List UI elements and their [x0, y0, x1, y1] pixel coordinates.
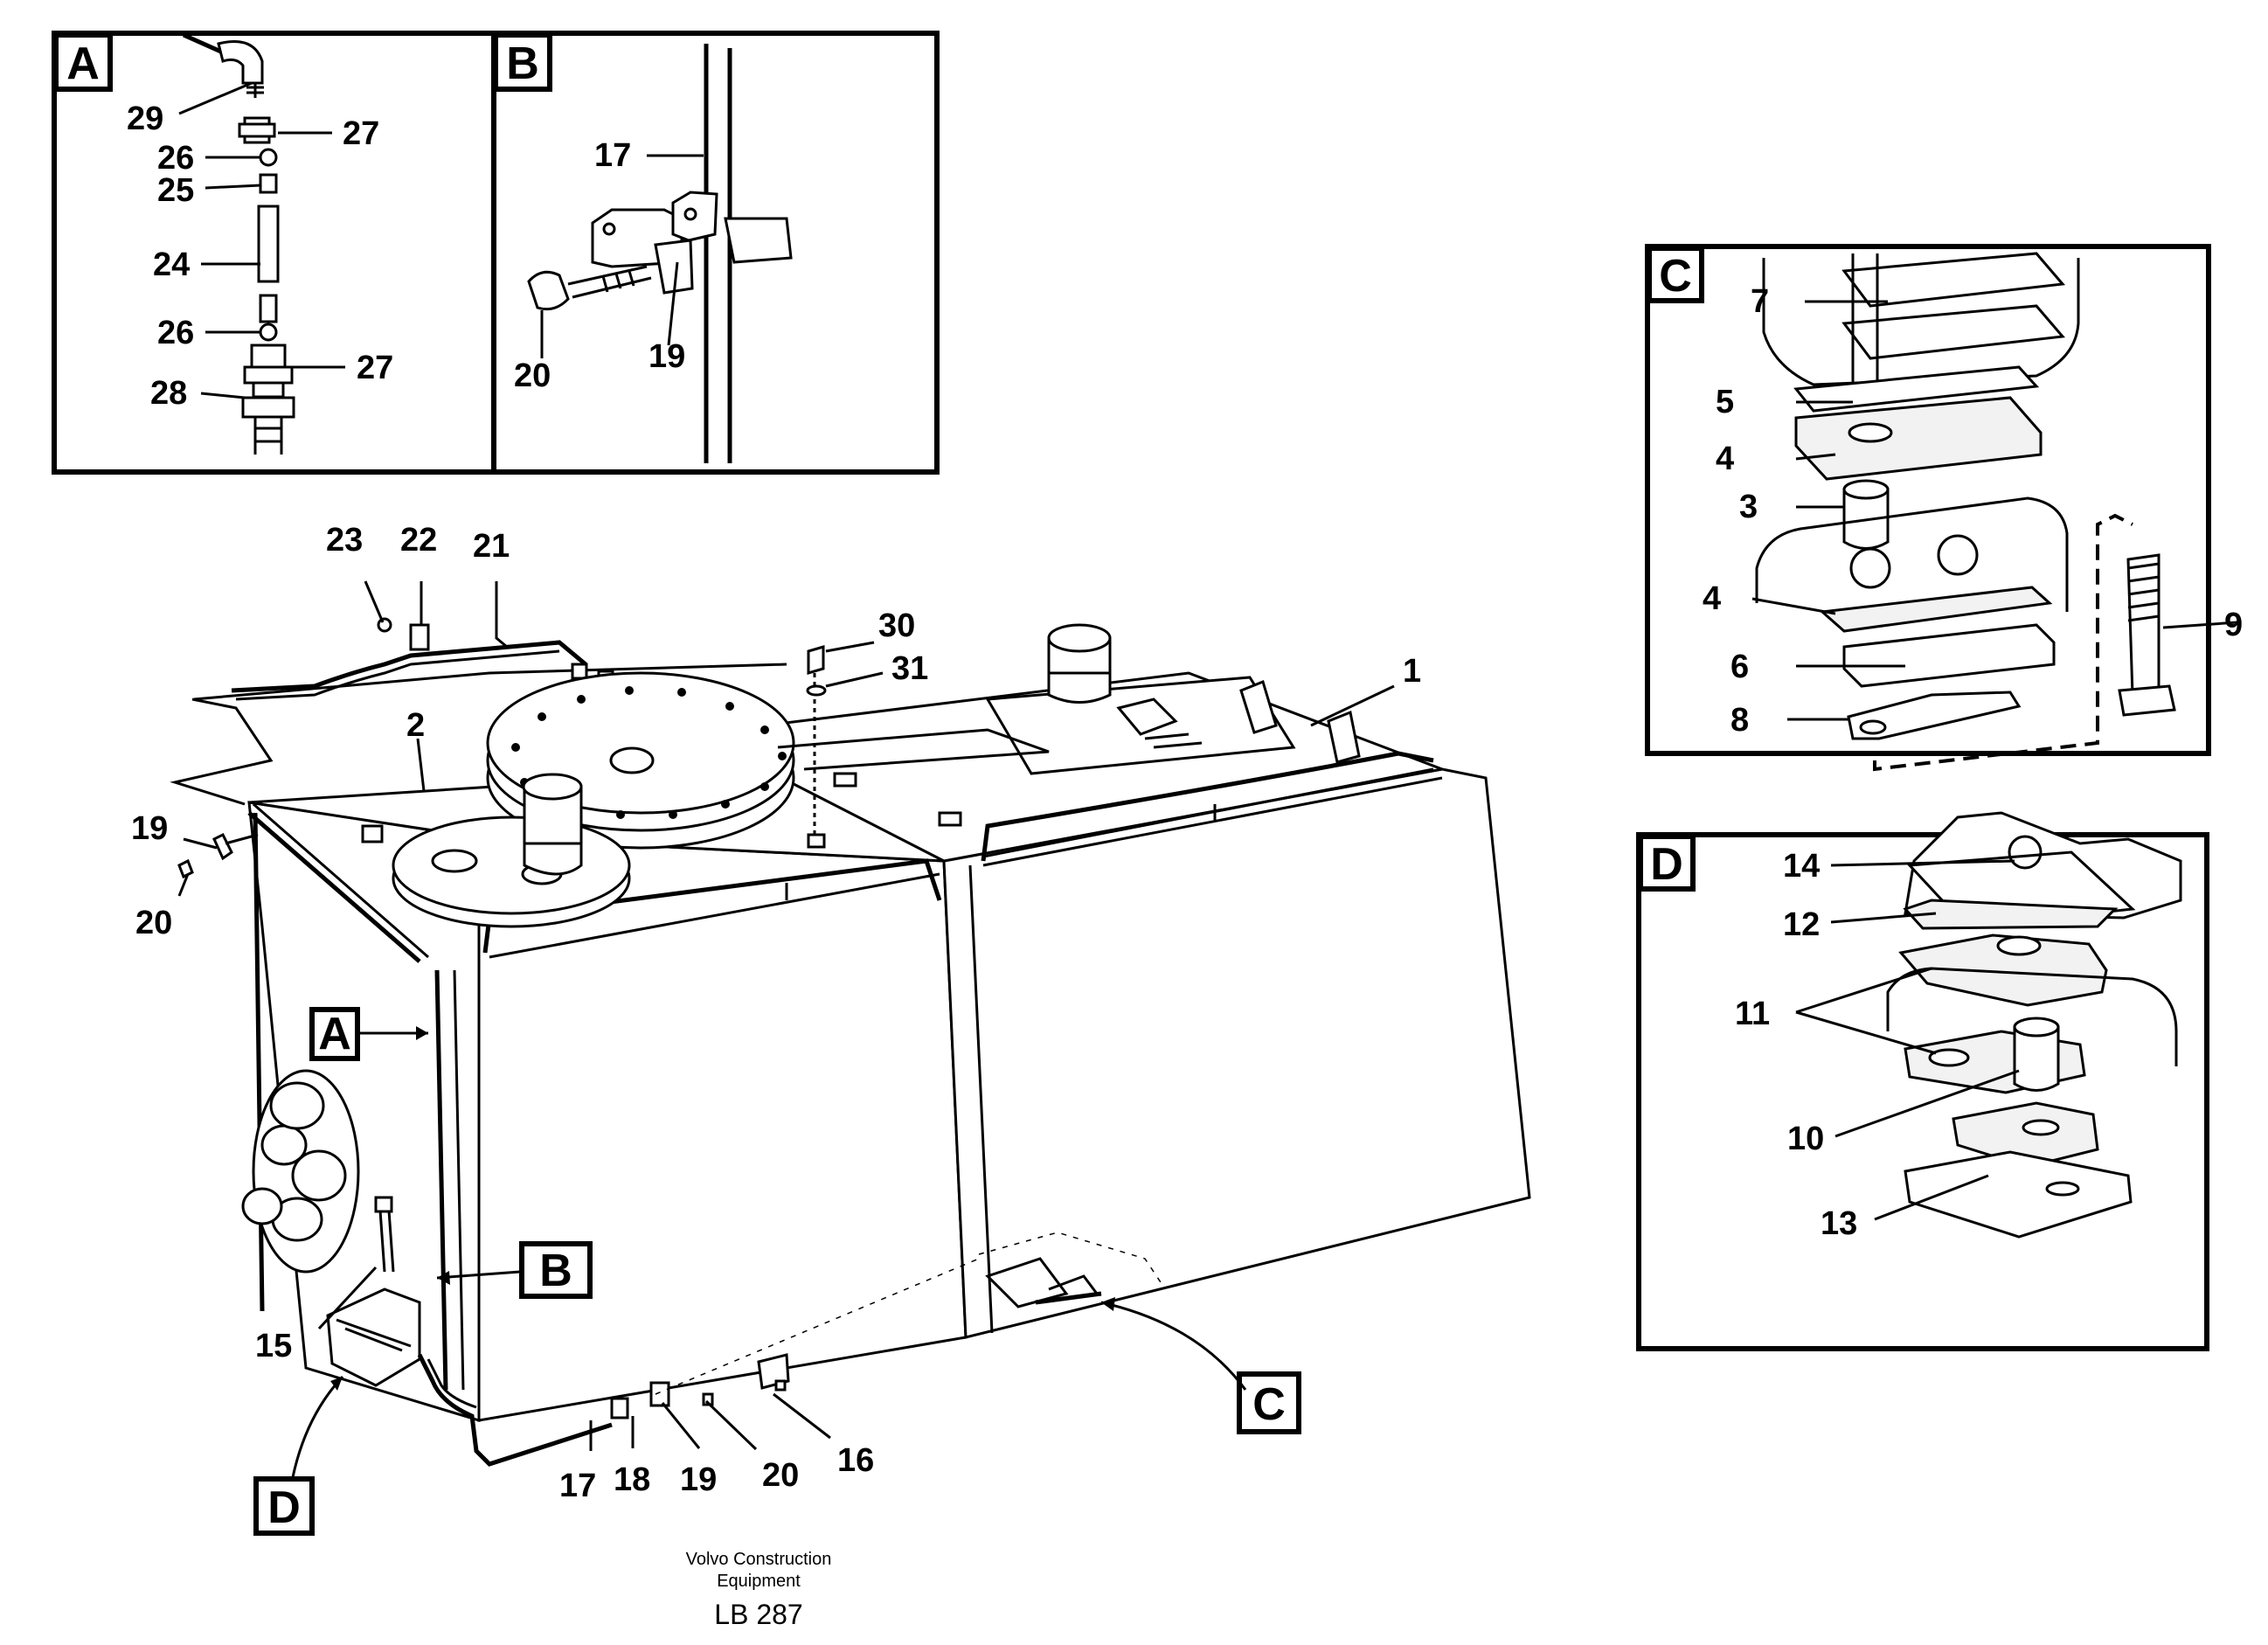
- footer-company-line2: Equipment: [717, 1572, 801, 1591]
- label-8: 8: [1730, 702, 1749, 739]
- detail-a-fitting-drawing: [178, 32, 345, 455]
- label-17: 17: [594, 137, 631, 174]
- panel-b-tag-box: [493, 32, 552, 92]
- panel-d-frame: [1636, 832, 2209, 1351]
- label-30: 30: [878, 607, 915, 644]
- footer: Volvo Construction Equipment LB 287: [686, 1550, 832, 1630]
- detail-panel-c: C: [1645, 244, 2243, 772]
- label-10: 10: [1787, 1121, 1824, 1157]
- label-9: 9: [2224, 607, 2243, 643]
- callout-b-box: [519, 1241, 593, 1299]
- callout-c-box: [1237, 1371, 1301, 1434]
- label-7: 7: [1751, 283, 1769, 320]
- label-29: 29: [127, 101, 163, 137]
- panel-a-tag: A: [66, 38, 100, 89]
- label-19: 19: [648, 338, 685, 375]
- label-6: 6: [1730, 649, 1749, 685]
- label-21: 21: [473, 528, 510, 565]
- detail-a-labels: 29 27 26 25 24 26 27 28: [127, 101, 393, 412]
- callout-a: A: [318, 1009, 351, 1059]
- detail-c-mount-drawing: [1751, 252, 2238, 772]
- panel-b-tag: B: [506, 38, 539, 89]
- callout-c: C: [1252, 1379, 1286, 1430]
- label-2: 2: [406, 707, 425, 744]
- label-3: 3: [1739, 489, 1758, 525]
- detail-b-clamp-drawing: [527, 44, 793, 463]
- label-20-bottom: 20: [762, 1457, 799, 1494]
- panel-c-frame: [1645, 244, 2211, 756]
- label-12: 12: [1783, 906, 1820, 943]
- detail-panels-ab: A B: [52, 31, 940, 475]
- label-25: 25: [157, 172, 194, 209]
- main-labels: 23 22 21 30 31 1 2 19 20 15 17 18 19 20 …: [131, 522, 1421, 1504]
- label-24: 24: [153, 246, 190, 283]
- label-14: 14: [1783, 848, 1820, 885]
- label-23: 23: [326, 522, 363, 559]
- detail-b-labels: 17 20 19: [514, 137, 685, 394]
- label-4: 4: [1716, 441, 1734, 477]
- callout-d: D: [267, 1482, 301, 1533]
- panel-c-tag-box: [1647, 246, 1704, 303]
- detail-c-labels: 7 5 4 3 4 6 8 9: [1703, 283, 2243, 739]
- label-28: 28: [150, 375, 187, 412]
- label-22: 22: [400, 522, 437, 559]
- label-1: 1: [1403, 653, 1421, 690]
- main-tank-drawing: [170, 580, 1531, 1478]
- callout-a-box: [309, 1007, 360, 1061]
- callout-b: B: [539, 1246, 572, 1296]
- label-16: 16: [837, 1442, 874, 1479]
- label-18: 18: [614, 1461, 650, 1498]
- detail-panel-d: D: [1636, 811, 2209, 1351]
- label-15: 15: [255, 1328, 292, 1364]
- label-19-bottom: 19: [680, 1461, 717, 1498]
- panel-d-tag-box: [1638, 834, 1696, 892]
- detail-d-labels: 14 12 11 10 13: [1735, 848, 1857, 1242]
- footer-company-line1: Volvo Construction: [686, 1550, 832, 1569]
- label-27: 27: [343, 115, 379, 152]
- main-callouts: A B C D: [253, 1007, 1301, 1536]
- label-26b: 26: [157, 315, 194, 351]
- label-13: 13: [1821, 1205, 1857, 1242]
- label-5: 5: [1716, 384, 1734, 420]
- label-19-main: 19: [131, 810, 168, 847]
- label-20-main: 20: [135, 905, 172, 941]
- label-4b: 4: [1703, 580, 1721, 617]
- callout-d-box: [253, 1476, 315, 1536]
- label-20: 20: [514, 357, 551, 394]
- label-17-main: 17: [559, 1468, 596, 1504]
- label-11: 11: [1735, 996, 1770, 1032]
- panel-c-tag: C: [1659, 251, 1692, 302]
- panel-d-tag: D: [1650, 839, 1683, 890]
- panel-a-tag-box: [53, 32, 113, 92]
- label-27b: 27: [357, 350, 393, 386]
- footer-drawing-code: LB 287: [714, 1599, 802, 1630]
- label-26: 26: [157, 140, 194, 177]
- detail-d-mount-drawing: [1795, 811, 2182, 1239]
- label-31: 31: [891, 650, 928, 687]
